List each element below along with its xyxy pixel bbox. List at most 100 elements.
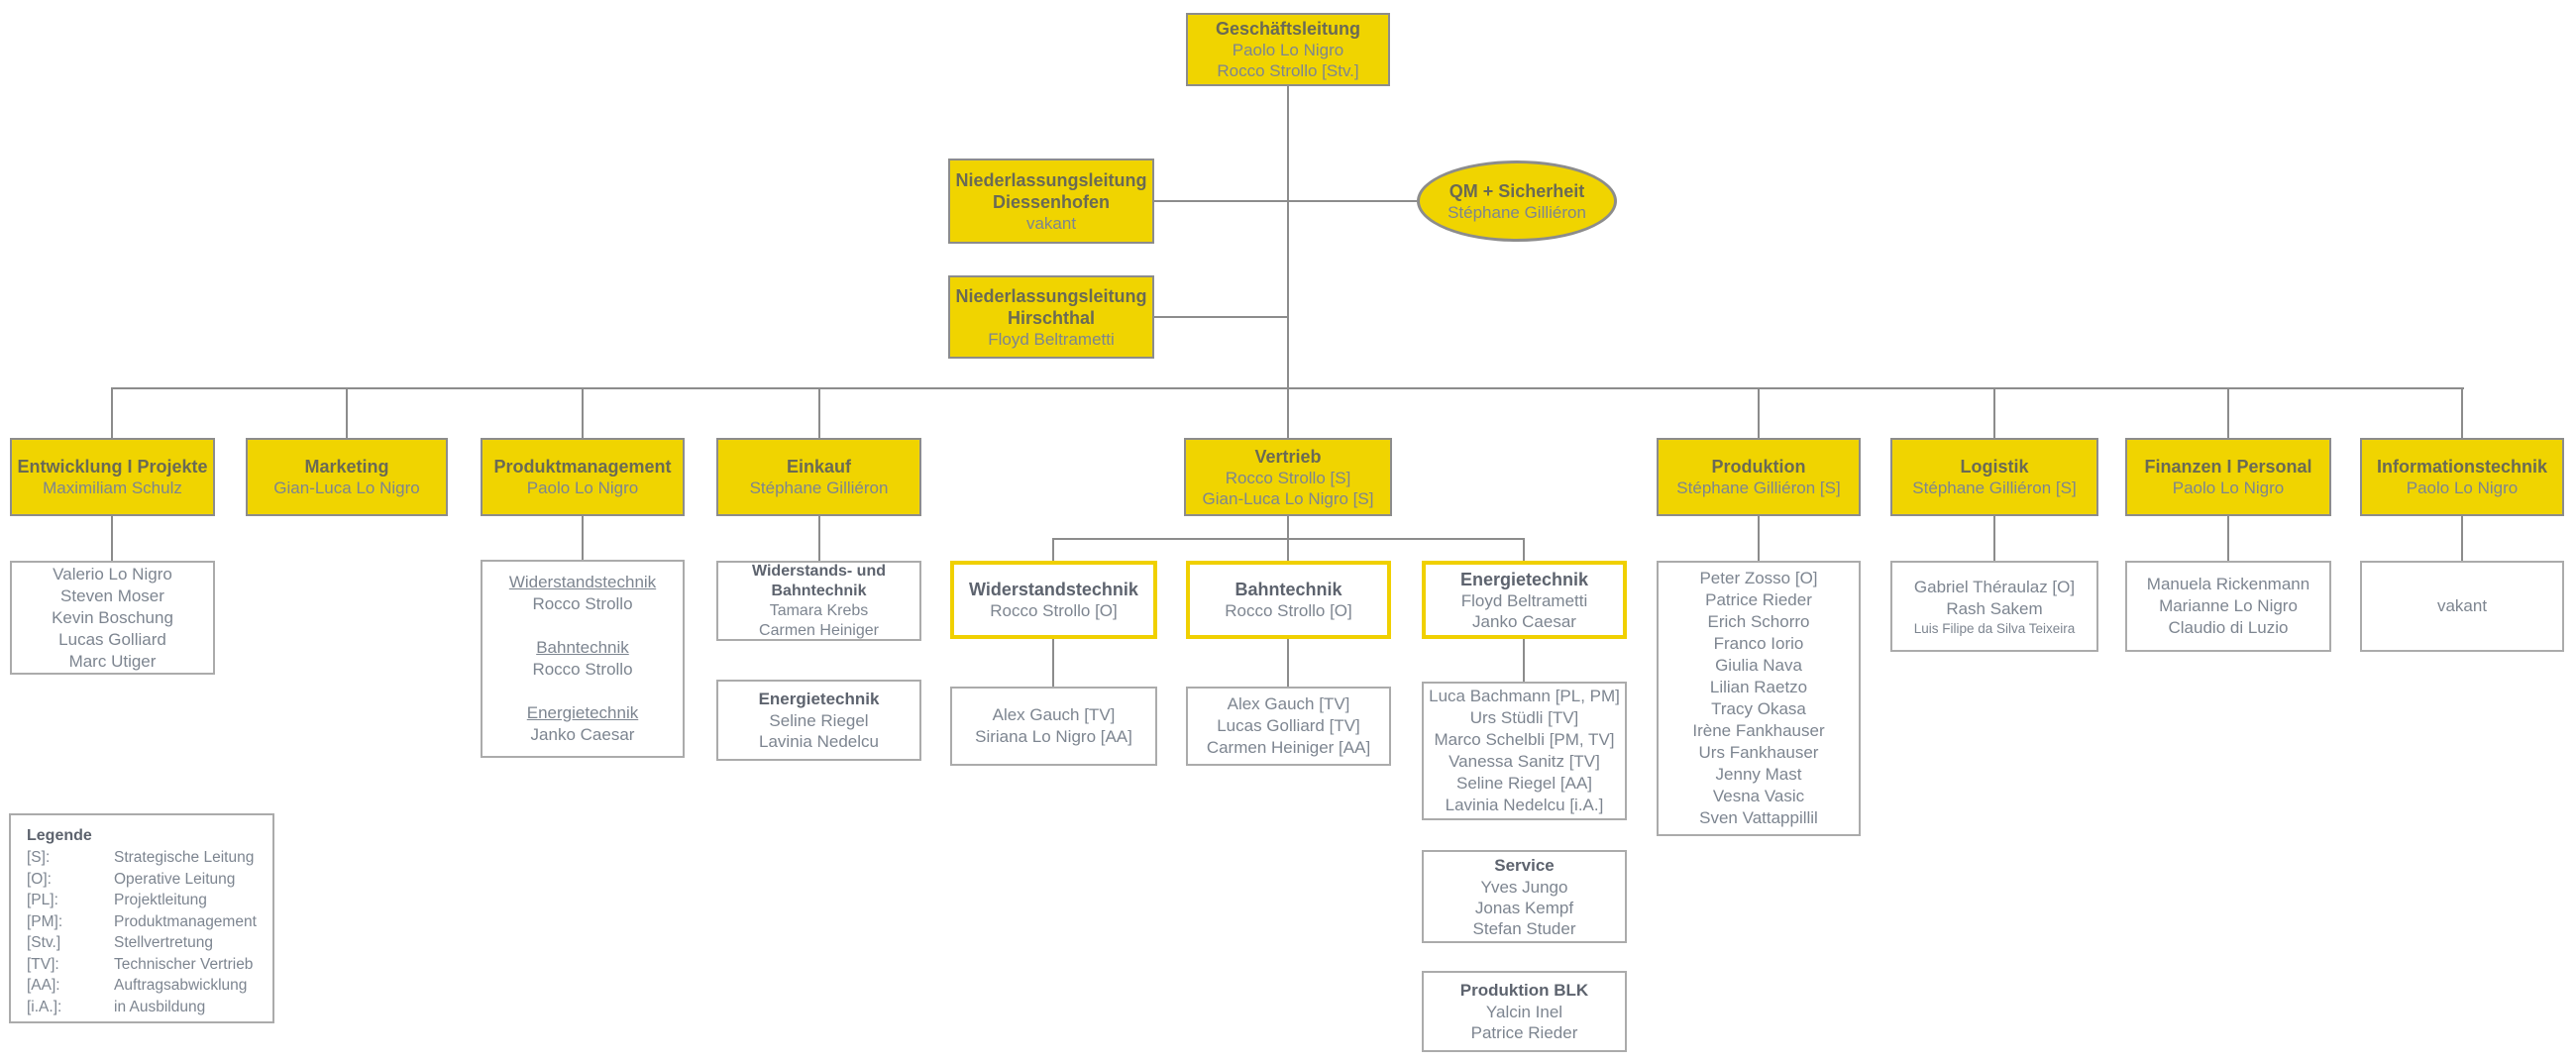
node-names: Paolo Lo Nigro — [526, 478, 639, 497]
node-title: Finanzen I Personal — [2144, 457, 2312, 477]
node-marketing: Marketing Gian-Luca Lo Nigro — [246, 438, 448, 516]
connector-line — [111, 388, 113, 438]
pm-group-heading: Energietechnik — [526, 703, 639, 722]
team-title: Widerstands- und Bahntechnik — [752, 562, 886, 599]
node-title: Marketing — [304, 457, 389, 477]
legend-label: Produktmanagement — [114, 912, 257, 930]
connector-line — [1523, 639, 1525, 682]
node-title: Einkauf — [786, 457, 851, 477]
connector-line — [1993, 516, 1995, 561]
node-names: Maximiliam Schulz — [43, 478, 182, 497]
node-vertrieb-widerstandstechnik: Widerstandstechnik Rocco Strollo [O] — [950, 561, 1157, 639]
pm-group-name: Rocco Strollo — [532, 660, 633, 679]
node-title: Produktion — [1711, 457, 1806, 477]
node-logistik: Logistik Stéphane Gilliéron [S] — [1890, 438, 2098, 516]
connector-line — [582, 388, 584, 438]
team-names: Alex Gauch [TV] Siriana Lo Nigro [AA] — [975, 705, 1132, 746]
legend-code: [Stv.] — [27, 934, 61, 951]
connector-line — [2227, 388, 2229, 438]
node-title: Service — [1494, 855, 1555, 875]
legend-row: [Stv.] Stellvertretung — [27, 932, 272, 954]
legend-row: [S]: Strategische Leitung — [27, 847, 272, 869]
legend-label: Technischer Vertrieb — [114, 955, 254, 973]
node-names: Rocco Strollo [O] — [990, 601, 1118, 620]
connector-line — [1993, 388, 1995, 438]
legend-label: Auftragsabwicklung — [114, 977, 248, 994]
node-vertrieb-energietechnik: Energietechnik Floyd Beltrametti Janko C… — [1422, 561, 1627, 639]
node-names: Floyd Beltrametti — [988, 329, 1115, 349]
legend-row: [AA]: Auftragsabwicklung — [27, 975, 272, 997]
node-title: Energietechnik — [1459, 569, 1589, 589]
node-einkauf: Einkauf Stéphane Gilliéron — [716, 438, 921, 516]
node-names: Yves Jungo Jonas Kempf Stefan Studer — [1472, 877, 1576, 938]
connector-line — [1287, 388, 1289, 438]
legend-code: [AA]: — [27, 977, 60, 994]
connector-line — [2461, 388, 2463, 438]
node-names: Paolo Lo Nigro — [2406, 478, 2519, 497]
legend-row: [PL]: Projektleitung — [27, 890, 272, 911]
team-names: Seline Riegel Lavinia Nedelcu — [759, 711, 879, 751]
connector-line — [1287, 639, 1289, 687]
connector-line — [1154, 316, 1289, 318]
pm-group-name: Janko Caesar — [530, 725, 635, 744]
node-names: Yalcin Inel Patrice Rieder — [1470, 1003, 1578, 1042]
legend-label: Operative Leitung — [114, 870, 236, 888]
team-names: Gabriel Théraulaz [O] Rash Sakem — [1913, 577, 2076, 618]
legend-row: [TV]: Technischer Vertrieb — [27, 954, 272, 976]
node-niederlassungsleitung-diessenhofen: Niederlassungsleitung Diessenhofen vakan… — [948, 159, 1154, 244]
node-title: Bahntechnik — [1234, 580, 1342, 599]
legend-label: in Ausbildung — [114, 998, 206, 1015]
node-title: Widerstandstechnik — [969, 580, 1138, 599]
connector-line — [1287, 85, 1289, 388]
node-qm-sicherheit: QM + Sicherheit Stéphane Gilliéron — [1417, 160, 1617, 242]
team-names: Tamara Krebs Carmen Heiniger — [759, 601, 879, 639]
team-title: Energietechnik — [758, 690, 880, 708]
node-names: Rocco Strollo [O] — [1225, 601, 1352, 620]
node-names: vakant — [1025, 213, 1077, 233]
team-names: Peter Zosso [O] Patrice Rieder Erich Sch… — [1692, 569, 1825, 827]
pm-group: Energietechnik Janko Caesar — [527, 702, 638, 746]
node-title: Vertrieb — [1254, 446, 1322, 467]
legend-label: Projektleitung — [114, 892, 207, 908]
legend-code: [PL]: — [27, 892, 58, 908]
node-entwicklung-projekte: Entwicklung I Projekte Maximiliam Schulz — [10, 438, 215, 516]
connector-line — [1758, 516, 1760, 561]
node-names: Gian-Luca Lo Nigro — [273, 478, 420, 497]
connector-line — [1052, 639, 1054, 687]
team-energietechnik: Luca Bachmann [PL, PM] Urs Stüdli [TV] M… — [1422, 682, 1627, 820]
legend-row: [i.A.]: in Ausbildung — [27, 997, 272, 1018]
connector-line — [1758, 388, 1760, 438]
team-einkauf-energietechnik: Energietechnik Seline Riegel Lavinia Ned… — [716, 680, 921, 761]
connector-line — [1523, 538, 1525, 561]
node-title: Geschäftsleitung — [1215, 19, 1361, 39]
team-bahntechnik: Alex Gauch [TV] Lucas Golliard [TV] Carm… — [1186, 687, 1391, 766]
connector-line — [2227, 516, 2229, 561]
node-names: Floyd Beltrametti Janko Caesar — [1460, 590, 1588, 631]
team-names: Valerio Lo Nigro Steven Moser Kevin Bosc… — [52, 564, 173, 671]
connector-line — [1287, 538, 1289, 561]
legend-code: [PM]: — [27, 912, 63, 930]
team-logistik: Gabriel Théraulaz [O] Rash Sakem Luis Fi… — [1890, 561, 2098, 652]
node-produktion-blk: Produktion BLK Yalcin Inel Patrice Riede… — [1422, 971, 1627, 1052]
connector-line — [1154, 200, 1417, 202]
node-names: Paolo Lo Nigro — [2172, 478, 2285, 497]
node-finanzen-personal: Finanzen I Personal Paolo Lo Nigro — [2125, 438, 2331, 516]
connector-line — [582, 516, 584, 561]
node-title: Produktion BLK — [1459, 981, 1589, 1000]
legend: Legende [S]: Strategische Leitung [O]: O… — [9, 813, 274, 1023]
connector-line — [1287, 516, 1289, 539]
connector-line — [2461, 516, 2463, 561]
node-geschaeftsleitung: Geschäftsleitung Paolo Lo Nigro Rocco St… — [1186, 13, 1390, 86]
legend-row: [PM]: Produktmanagement — [27, 911, 272, 933]
connector-line — [346, 388, 348, 438]
node-title: Niederlassungsleitung Hirschthal — [955, 285, 1147, 328]
node-title: Niederlassungsleitung Diessenhofen — [955, 169, 1147, 212]
legend-row: [O]: Operative Leitung — [27, 869, 272, 891]
node-title: Logistik — [1960, 457, 2029, 477]
legend-code: [O]: — [27, 870, 52, 888]
node-niederlassungsleitung-hirschthal: Niederlassungsleitung Hirschthal Floyd B… — [948, 275, 1154, 359]
node-names: Stéphane Gilliéron [S] — [1912, 478, 2077, 497]
connector-line — [111, 516, 113, 561]
node-names: Stéphane Gilliéron — [1448, 202, 1586, 222]
